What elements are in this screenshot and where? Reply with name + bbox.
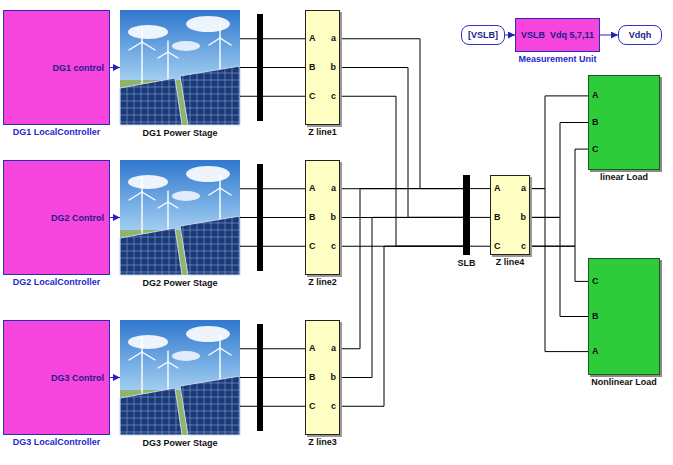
block-name: SLB xyxy=(458,258,476,269)
block-name: DG3 LocalController xyxy=(13,437,101,448)
three-phase-wire xyxy=(340,39,463,246)
port-label: B xyxy=(309,372,316,383)
bus-bar: SLB xyxy=(463,175,470,255)
block-name: DG3 Power Stage xyxy=(142,438,217,449)
three-phase-wire xyxy=(340,189,463,407)
signal-arrow xyxy=(505,35,515,36)
goto-tag: Vdqh xyxy=(618,25,662,45)
three-phase-wire xyxy=(240,349,305,407)
power-stage-block: DG1 Power Stage xyxy=(120,10,240,125)
port-label: C xyxy=(309,91,316,102)
signal-arrow xyxy=(600,35,618,36)
load-block: CBANonlinear Load xyxy=(588,258,660,375)
line-impedance-block: ABCabcZ line4 xyxy=(490,175,530,255)
port-label: B xyxy=(494,212,501,223)
block-text: Vdqh xyxy=(629,30,652,41)
port-label: a xyxy=(331,183,336,194)
block-name: Z line4 xyxy=(496,257,525,268)
block-name: DG2 LocalController xyxy=(13,277,101,288)
power-stage-picture xyxy=(120,320,240,435)
line-impedance-block: ABCabcZ line1 xyxy=(305,10,340,125)
signal-arrow xyxy=(110,67,120,68)
port-label: c xyxy=(331,91,336,102)
controller-block: DG1 controlDG1 LocalController xyxy=(3,10,110,125)
power-stage-picture xyxy=(120,10,240,125)
block-name: DG1 LocalController xyxy=(13,127,101,138)
three-phase-wire xyxy=(530,96,588,246)
block-text: DG2 Control xyxy=(51,212,104,223)
port-label: a xyxy=(521,183,526,194)
line-impedance-block: ABCabcZ line2 xyxy=(305,160,340,275)
controller-block: DG3 ControlDG3 LocalController xyxy=(3,320,110,435)
port-label: C xyxy=(592,144,599,155)
port-label: C xyxy=(309,401,316,412)
port-label: b xyxy=(331,372,337,383)
port-label: A xyxy=(494,183,501,194)
power-stage-picture xyxy=(120,160,240,275)
block-text: DG3 Control xyxy=(51,372,104,383)
bus-bar-symbol xyxy=(257,14,263,431)
port-label: b xyxy=(331,212,337,223)
block-name: Z line3 xyxy=(308,437,337,448)
block-name: Measurement Unit xyxy=(518,54,596,65)
block-name: DG2 Power Stage xyxy=(142,278,217,289)
port-label: c xyxy=(521,241,526,252)
power-stage-block: DG3 Power Stage xyxy=(120,320,240,435)
line-impedance-block: ABCabcZ line3 xyxy=(305,320,340,435)
port-label: B xyxy=(592,311,599,322)
port-label: B xyxy=(309,62,316,73)
port-label: C xyxy=(494,241,501,252)
port-label: A xyxy=(309,343,316,354)
port-label: B xyxy=(309,212,316,223)
block-text: Vdq 5,7,11 xyxy=(550,30,594,41)
signal-arrow xyxy=(110,217,120,218)
power-stage-picture xyxy=(120,10,240,435)
three-phase-wire xyxy=(470,189,490,247)
port-label: b xyxy=(521,212,527,223)
block-text: [VSLB] xyxy=(468,30,498,41)
port-label: c xyxy=(331,241,336,252)
measurement-block: VSLBVdq 5,7,11Measurement Unit xyxy=(515,18,600,52)
three-phase-wire xyxy=(240,39,305,97)
power-stage-block: DG2 Power Stage xyxy=(120,160,240,275)
port-label: a xyxy=(331,343,336,354)
port-label: A xyxy=(309,33,316,44)
three-phase-wire xyxy=(530,189,588,352)
block-name: linear Load xyxy=(600,172,648,183)
port-label: a xyxy=(331,33,336,44)
port-label: A xyxy=(592,346,599,357)
port-label: A xyxy=(592,90,599,101)
port-label: C xyxy=(592,276,599,287)
from-tag: [VSLB] xyxy=(461,25,505,45)
three-phase-wire xyxy=(240,189,305,247)
port-label: A xyxy=(309,183,316,194)
port-label: C xyxy=(309,241,316,252)
port-label: c xyxy=(331,401,336,412)
port-label: B xyxy=(592,117,599,128)
load-block: ABClinear Load xyxy=(588,75,660,170)
block-name: DG1 Power Stage xyxy=(142,128,217,139)
block-name: Z line1 xyxy=(308,127,337,138)
signal-arrow xyxy=(110,377,120,378)
block-name: Nonlinear Load xyxy=(591,377,657,388)
block-text: DG1 control xyxy=(52,62,104,73)
block-text: VSLB xyxy=(521,30,545,41)
block-name: Z line2 xyxy=(308,277,337,288)
port-label: b xyxy=(331,62,337,73)
controller-block: DG2 ControlDG2 LocalController xyxy=(3,160,110,275)
